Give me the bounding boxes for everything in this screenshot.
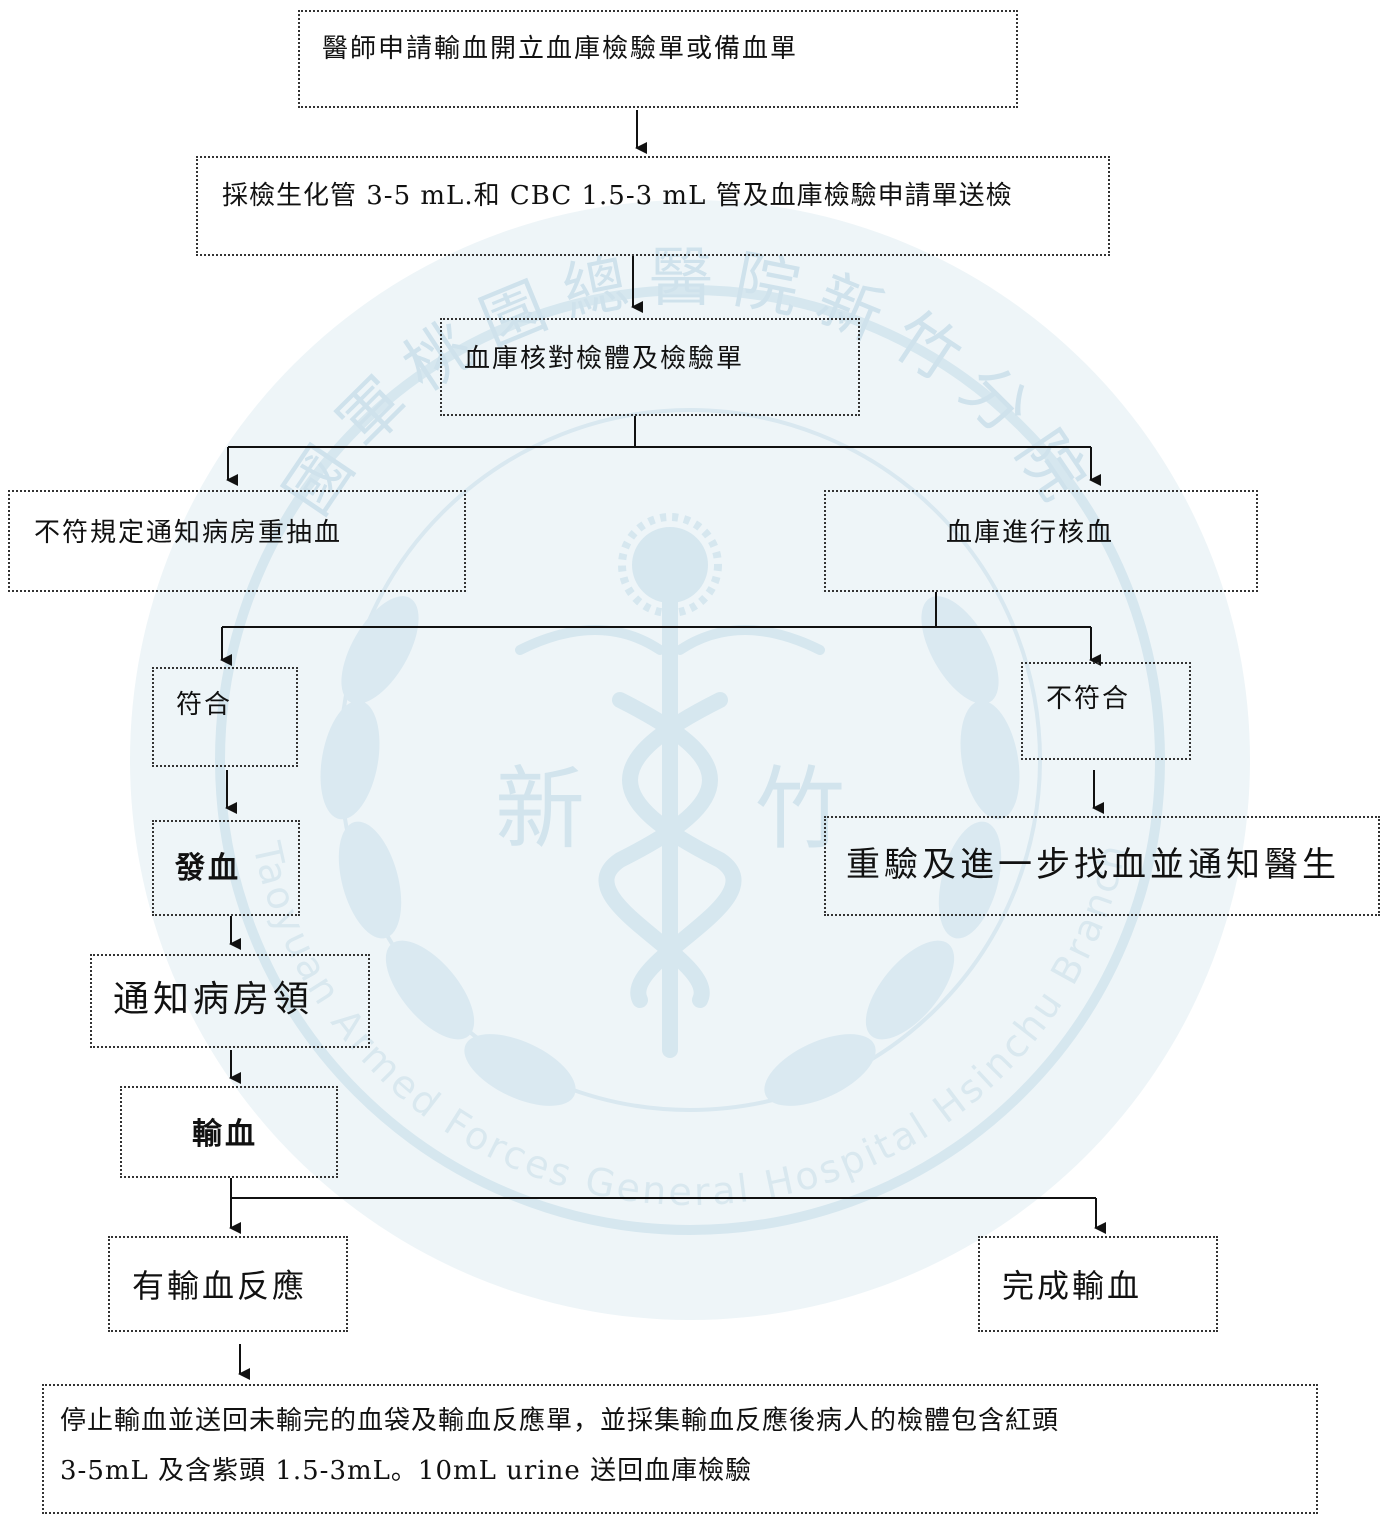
node-match-label: 符合 <box>176 690 233 720</box>
node-stop-line2: 3-5mL 及含紫頭 1.5-3mL。10mL urine 送回血庫檢驗 <box>60 1456 753 1486</box>
node-notify-label: 通知病房領 <box>113 979 314 1020</box>
node-sample-box <box>196 156 1110 256</box>
node-notify-box <box>90 954 370 1048</box>
node-redraw-label: 不符規定通知病房重抽血 <box>34 518 343 548</box>
node-complete-label: 完成輸血 <box>1002 1267 1143 1305</box>
node-mismatch-label: 不符合 <box>1046 684 1131 714</box>
node-issue-label: 發血 <box>175 851 241 886</box>
node-match-box <box>152 667 298 767</box>
node-apply-box <box>298 10 1018 108</box>
node-stop-line1: 停止輸血並送回未輸完的血袋及輸血反應單，並採集輸血反應後病人的檢體包含紅頭 <box>60 1406 1060 1436</box>
node-transfuse-label: 輸血 <box>192 1117 258 1152</box>
node-reaction-label: 有輸血反應 <box>132 1267 308 1305</box>
node-mismatch-box <box>1021 662 1191 760</box>
node-redraw-box <box>8 490 466 592</box>
node-verify-box <box>440 318 860 416</box>
node-verify-label: 血庫核對檢體及檢驗單 <box>464 344 745 374</box>
node-issue-box <box>152 820 300 916</box>
node-reaction-box <box>108 1236 348 1332</box>
node-sample-label: 採檢生化管 3-5 mL.和 CBC 1.5-3 mL 管及血庫檢驗申請單送檢 <box>222 181 1013 211</box>
node-crossmatch-label: 血庫進行核血 <box>946 518 1115 548</box>
node-apply-label: 醫師申請輸血開立血庫檢驗單或備血單 <box>322 34 799 64</box>
node-transfuse-box <box>120 1086 338 1178</box>
node-retest-box <box>824 816 1380 916</box>
node-complete-box <box>978 1236 1218 1332</box>
node-stop-box <box>42 1384 1318 1514</box>
node-crossmatch-box <box>824 490 1258 592</box>
node-retest-label: 重驗及進一步找血並通知醫生 <box>846 845 1340 885</box>
